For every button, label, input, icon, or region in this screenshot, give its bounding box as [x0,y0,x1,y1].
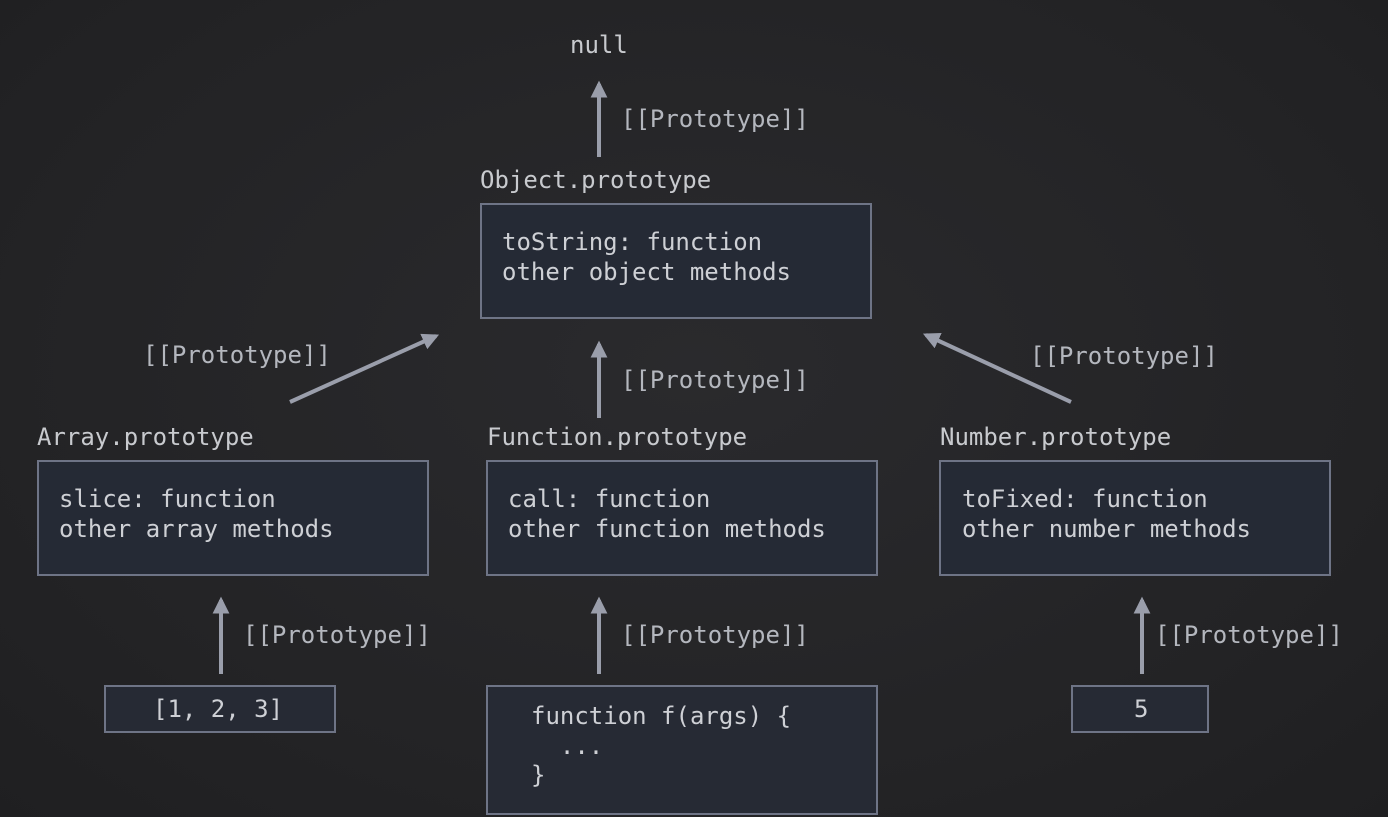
function-instance-line-1: function f(args) { [531,702,792,730]
array-instance-box: [1, 2, 3] [104,685,336,733]
array-prototype-box: slice: function other array methods [37,460,429,576]
function-prototype-line-2: other function methods [508,515,826,543]
prototype-label-array-instance: [[Prototype]] [243,621,431,649]
number-instance-value: 5 [1134,695,1149,723]
object-prototype-line-1: toString: function [502,228,763,256]
object-prototype-line-2: other object methods [502,258,791,286]
function-instance-box: function f(args) { ... } [486,685,878,815]
number-prototype-box: toFixed: function other number methods [939,460,1331,576]
prototype-label-array-object: [[Prototype]] [143,341,331,369]
number-prototype-line-1: toFixed: function [962,485,1208,513]
object-prototype-box: toString: function other object methods [480,203,872,319]
array-prototype-line-2: other array methods [59,515,334,543]
function-prototype-box: call: function other function methods [486,460,878,576]
prototype-label-object-null: [[Prototype]] [621,105,809,133]
prototype-label-number-object: [[Prototype]] [1030,342,1218,370]
function-instance-line-3: } [531,761,546,789]
prototype-label-number-instance: [[Prototype]] [1155,621,1343,649]
prototype-label-function-instance: [[Prototype]] [621,621,809,649]
prototype-label-function-object: [[Prototype]] [621,366,809,394]
function-prototype-line-1: call: function [508,485,711,513]
object-prototype-title: Object.prototype [480,166,712,194]
array-prototype-title: Array.prototype [37,423,254,451]
function-instance-line-2: ... [531,732,604,760]
number-prototype-title: Number.prototype [940,423,1172,451]
number-prototype-line-2: other number methods [962,515,1251,543]
number-instance-box: 5 [1071,685,1209,733]
array-instance-value: [1, 2, 3] [153,695,284,723]
array-prototype-line-1: slice: function [59,485,276,513]
null-label: null [570,31,628,59]
function-prototype-title: Function.prototype [487,423,748,451]
